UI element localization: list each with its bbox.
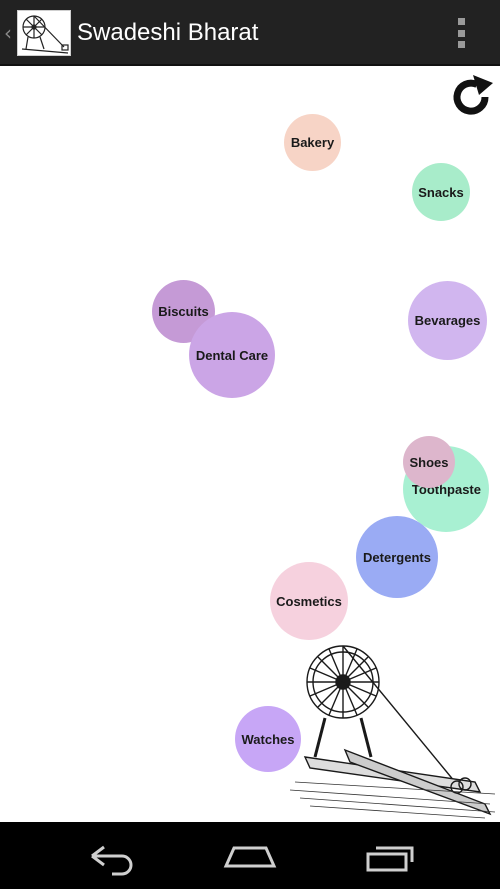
recents-icon[interactable] <box>362 836 418 876</box>
category-label: Bevarages <box>414 313 481 328</box>
category-bevarages[interactable]: Bevarages <box>408 281 487 360</box>
navigation-bar <box>0 822 500 889</box>
home-icon[interactable] <box>222 836 278 876</box>
category-label: Watches <box>241 731 295 747</box>
back-icon[interactable] <box>82 836 138 876</box>
category-label: Cosmetics <box>276 593 342 609</box>
spinning-wheel-logo[interactable] <box>17 10 71 56</box>
category-detergents[interactable]: Detergents <box>356 516 438 598</box>
category-bakery[interactable]: Bakery <box>284 114 341 171</box>
category-label: Shoes <box>409 454 449 470</box>
category-snacks[interactable]: Snacks <box>412 163 470 221</box>
category-dental-care[interactable]: Dental Care <box>189 312 275 398</box>
charkha-illustration <box>285 632 500 822</box>
category-label: Detergents <box>363 549 431 565</box>
up-caret-icon[interactable]: ‹ <box>4 21 12 45</box>
category-watches[interactable]: Watches <box>235 706 301 772</box>
app-title: Swadeshi Bharat <box>77 19 259 46</box>
category-shoes[interactable]: Shoes <box>403 436 455 488</box>
category-label: Biscuits <box>158 304 209 319</box>
category-label: Bakery <box>290 135 335 150</box>
refresh-icon[interactable] <box>447 73 495 121</box>
action-bar: ‹ Swadeshi Bharat <box>0 0 500 66</box>
category-label: Snacks <box>418 184 464 200</box>
category-cosmetics[interactable]: Cosmetics <box>270 562 348 640</box>
overflow-menu-icon[interactable] <box>450 16 472 50</box>
category-label: Dental Care <box>195 347 269 363</box>
